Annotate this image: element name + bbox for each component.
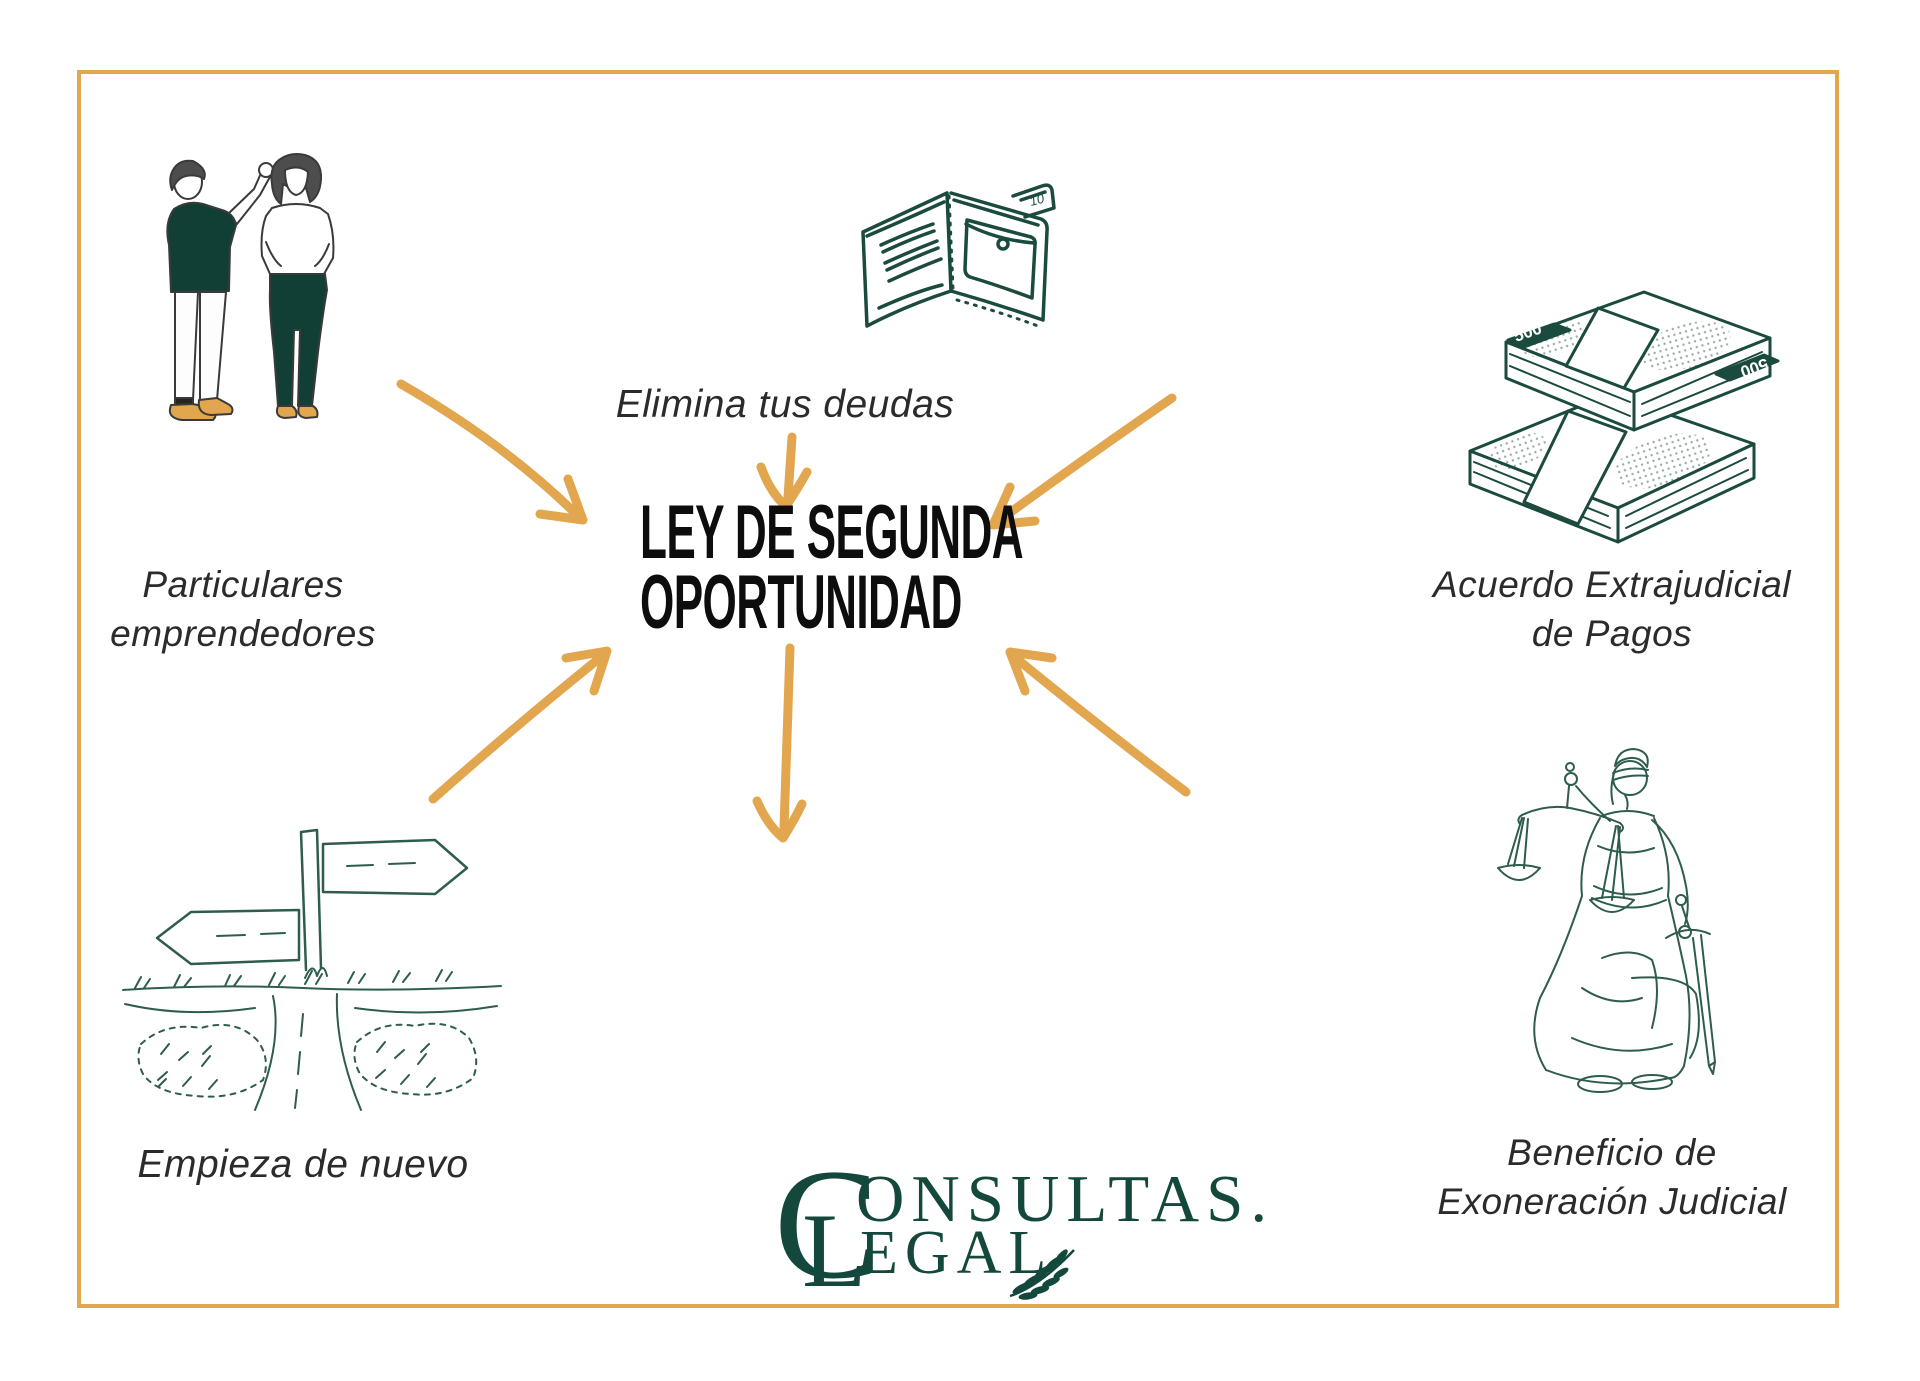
title-line-1: LEY DE SEGUNDA: [640, 490, 1024, 575]
label-top-right-line1: Acuerdo Extrajudicial: [1432, 564, 1792, 605]
page-title: LEY DE SEGUNDA OPORTUNIDAD: [535, 490, 1035, 645]
logo-word-legal: EGAL: [860, 1219, 1054, 1287]
title-line-2: OPORTUNIDAD: [640, 560, 962, 645]
label-bottom-right-line2: Exoneración Judicial: [1437, 1181, 1787, 1222]
label-top-right: Acuerdo Extrajudicial de Pagos: [1412, 560, 1812, 658]
label-bottom-left-text: Empieza de nuevo: [137, 1143, 469, 1186]
label-bottom-right: Beneficio de Exoneración Judicial: [1412, 1128, 1812, 1226]
label-top-left-line1: Particulares: [142, 564, 344, 605]
arrow-wallet-to-title-icon: [756, 432, 812, 511]
laurel-branch-icon: [1009, 1249, 1075, 1300]
label-top-left: Particulares emprendedores: [53, 560, 433, 658]
consultas-legal-logo: C ONSULTAS. L EGAL: [770, 1137, 1267, 1332]
gold-border-frame: [77, 70, 1839, 1308]
arrow-title-to-logo-icon: [752, 643, 807, 843]
label-top-left-line2: emprendedores: [110, 613, 376, 654]
wallet-bill-value: 10: [1028, 190, 1047, 208]
wallet-icon: 10: [861, 183, 1056, 328]
logo-initial-l: L: [802, 1192, 867, 1309]
label-top-right-line2: de Pagos: [1531, 613, 1693, 654]
label-top-center: Elimina tus deudas: [535, 380, 1035, 429]
arrow-signpost-to-title-icon: [428, 646, 612, 804]
money-stack-icon: 500 500: [1468, 290, 1780, 544]
label-top-center-text: Elimina tus deudas: [615, 383, 955, 426]
arrow-money-to-title-icon: [988, 393, 1177, 530]
logo-word-consultas: ONSULTAS.: [856, 1162, 1275, 1236]
label-bottom-left: Empieza de nuevo: [103, 1140, 503, 1189]
label-bottom-right-line1: Beneficio de: [1507, 1132, 1717, 1173]
arrow-justice-to-title-icon: [1005, 647, 1191, 797]
lady-justice-icon: [1497, 748, 1716, 1093]
signpost-icon: [122, 828, 502, 1111]
logo-initial-c: C: [774, 1137, 880, 1312]
people-illustration: [166, 153, 335, 421]
arrow-people-to-title-icon: [396, 379, 588, 525]
